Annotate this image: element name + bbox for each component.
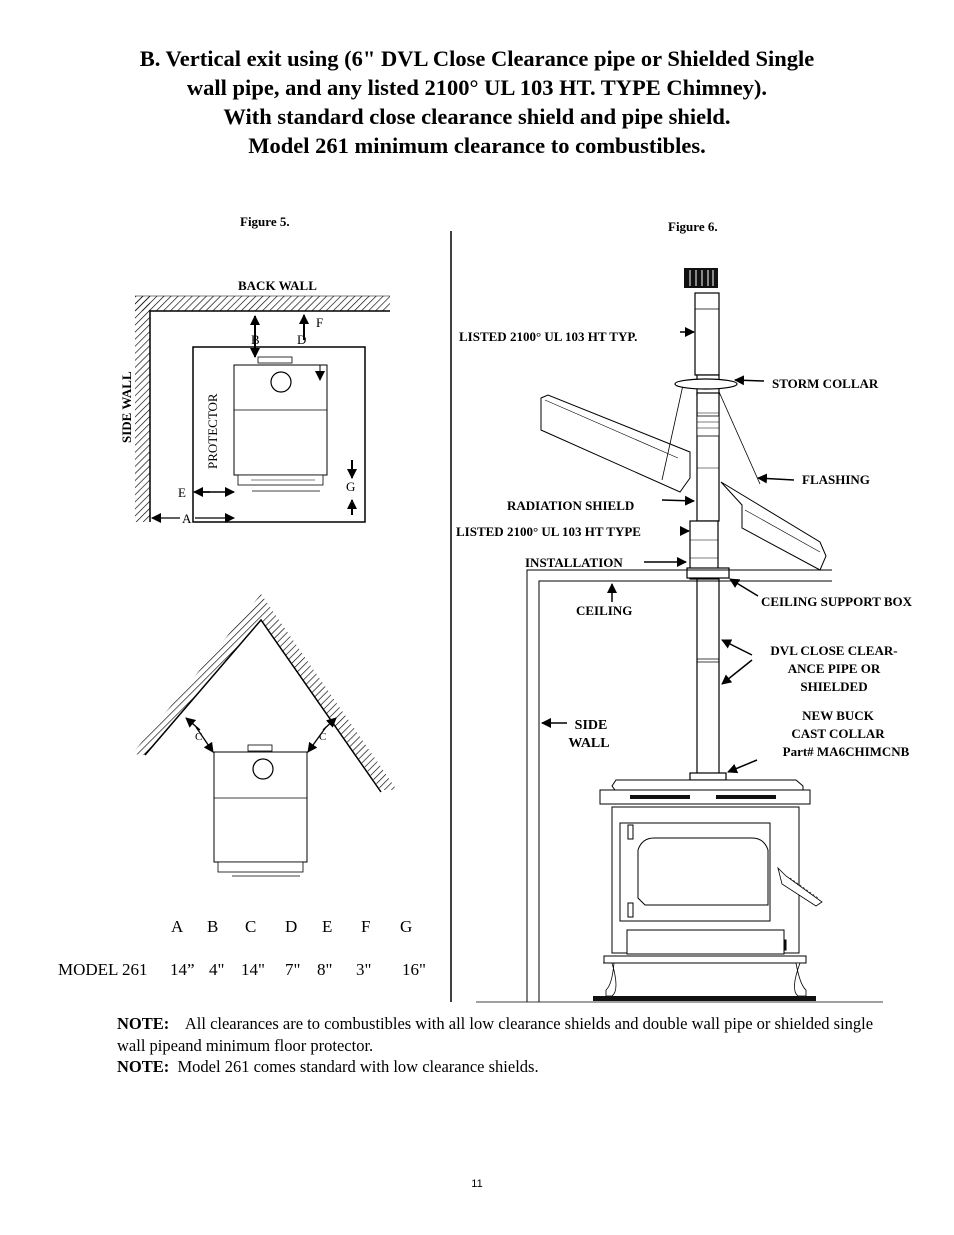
- label-storm-collar: STORM COLLAR: [772, 376, 879, 391]
- label-flashing: FLASHING: [802, 472, 870, 487]
- table-header-c: C: [245, 917, 256, 936]
- table-header-a: A: [171, 917, 184, 936]
- note-2-label: NOTE:: [117, 1057, 170, 1076]
- table-value-c: 14": [241, 960, 265, 979]
- floor-protector: [192, 346, 366, 523]
- letter-b: B: [251, 332, 260, 347]
- label-buck-line-2: CAST COLLAR: [791, 726, 885, 741]
- note-2: NOTE: Model 261 comes standard with low …: [117, 1056, 877, 1078]
- table-header-d: D: [285, 917, 297, 936]
- label-side-line-2: WALL: [568, 736, 609, 751]
- label-buck-line-1: NEW BUCK: [802, 708, 875, 723]
- label-listed-top: LISTED 2100° UL 103 HT TYP.: [459, 329, 637, 344]
- protector-label: PROTECTOR: [205, 393, 220, 469]
- table-value-b: 4": [209, 960, 224, 979]
- figure-5: Figure 5. BACK WALL SIDE WALL PROTECTOR: [119, 214, 397, 877]
- notes-block: NOTE: All clearances are to combustibles…: [117, 1013, 877, 1078]
- title-line-1: B. Vertical exit using (6" DVL Close Cle…: [139, 46, 815, 71]
- table-value-d: 7": [285, 960, 300, 979]
- title-line-2: wall pipe, and any listed 2100° UL 103 H…: [186, 75, 768, 100]
- table-header-e: E: [322, 917, 332, 936]
- label-buck-line-3: Part# MA6CHIMCNB: [783, 744, 910, 759]
- label-side-line-1: SIDE: [575, 718, 608, 733]
- chimney-cap: [684, 268, 718, 288]
- note-1: NOTE: All clearances are to combustibles…: [117, 1013, 877, 1056]
- figure-5-caption: Figure 5.: [240, 214, 290, 229]
- stove-corner-view: [213, 744, 308, 877]
- roof: [540, 394, 827, 571]
- title-line-3: With standard close clearance shield and…: [223, 104, 731, 129]
- label-ceiling-support-box: CEILING SUPPORT BOX: [761, 594, 913, 609]
- table-model-label: MODEL 261: [58, 960, 148, 979]
- table-header-g: G: [400, 917, 412, 936]
- clearance-table: A B C D E F G MODEL 261 14” 4" 14" 7" 8"…: [58, 917, 426, 979]
- note-1-label: NOTE:: [117, 1014, 170, 1033]
- letter-g: G: [346, 479, 355, 494]
- figure-6-caption: Figure 6.: [668, 219, 718, 234]
- clearance-arrows: [151, 314, 357, 523]
- table-header-b: B: [207, 917, 218, 936]
- flashing-cone: [661, 384, 761, 485]
- wall-hatch: [135, 295, 390, 522]
- page-number: 11: [471, 1178, 483, 1190]
- label-dvl-line-2: ANCE PIPE OR: [788, 661, 881, 676]
- table-value-e: 8": [317, 960, 332, 979]
- label-dvl-line-1: DVL CLOSE CLEAR-: [770, 643, 897, 658]
- note-1-text: All clearances are to combustibles with …: [117, 1014, 874, 1055]
- figure-6: Figure 6.: [456, 219, 913, 1003]
- table-value-f: 3": [356, 960, 371, 979]
- table-value-a: 14”: [170, 960, 195, 979]
- page-title: B. Vertical exit using (6" DVL Close Cle…: [0, 44, 954, 160]
- letter-d: D: [297, 332, 306, 347]
- corner-letter-c-right: C: [319, 731, 326, 743]
- title-line-4: Model 261 minimum clearance to combustib…: [248, 133, 706, 158]
- stove-front-view: [593, 779, 823, 1001]
- table-value-g: 16": [402, 960, 426, 979]
- corner-letter-c-left: C: [195, 731, 202, 743]
- callout-arrows: [541, 327, 795, 774]
- corner-walls: [132, 594, 397, 793]
- note-2-text: Model 261 comes standard with low cleara…: [177, 1057, 539, 1076]
- table-header-f: F: [361, 917, 370, 936]
- stove-rear-view: [233, 356, 328, 492]
- back-wall-label: BACK WALL: [238, 278, 317, 293]
- label-ceiling: CEILING: [576, 603, 632, 618]
- side-wall-label: SIDE WALL: [119, 371, 134, 443]
- letter-e: E: [178, 485, 186, 500]
- letter-a: A: [182, 511, 192, 526]
- corner-clearance-arrows: [185, 717, 337, 753]
- chimney-pipe: [674, 292, 738, 781]
- label-radiation-shield: RADIATION SHIELD: [507, 498, 634, 513]
- label-dvl-line-3: SHIELDED: [800, 679, 867, 694]
- label-installation: INSTALLATION: [525, 555, 623, 570]
- label-listed-type: LISTED 2100° UL 103 HT TYPE: [456, 524, 641, 539]
- letter-f: F: [316, 315, 323, 330]
